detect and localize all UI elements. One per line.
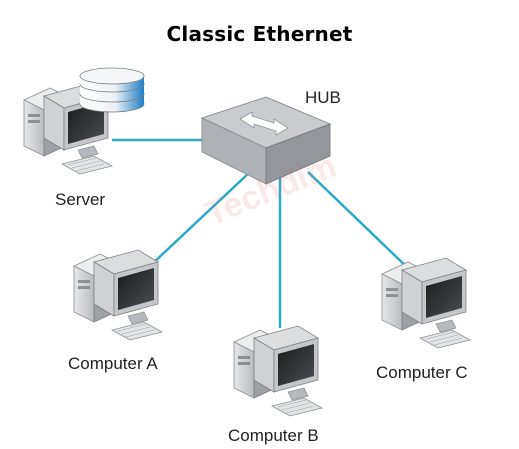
network-hub-icon [200, 96, 332, 185]
computer-a-icon [73, 249, 163, 341]
link-hub-computer-c [307, 171, 413, 273]
computer-b-label: Computer B [228, 426, 319, 445]
server-label: Server [55, 190, 106, 209]
diagram-title: Classic Ethernet [166, 22, 353, 46]
server-with-database-icon [23, 67, 145, 175]
computer-c-icon [381, 257, 471, 349]
computer-a-label: Computer A [68, 354, 158, 373]
computer-b-icon [233, 325, 323, 417]
hub-label: HUB [305, 88, 341, 107]
computer-c-label: Computer C [376, 363, 468, 382]
